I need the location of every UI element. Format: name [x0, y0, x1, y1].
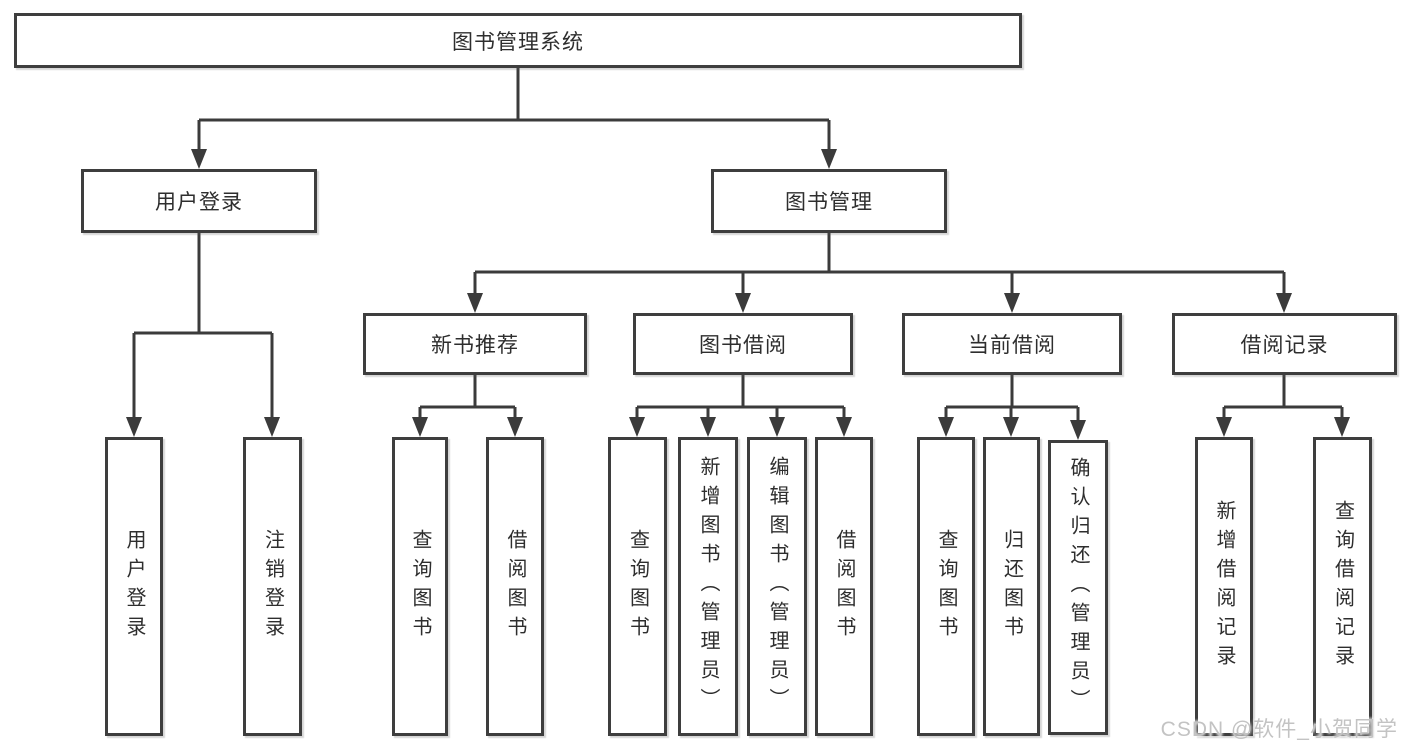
leaf-newrec-query-books: 查询图书: [392, 437, 448, 736]
leaf-newrec-borrow-books: 借阅图书: [486, 437, 544, 736]
leaf-label: 查询图书: [935, 528, 957, 645]
node-new-book-recommendation: 新书推荐: [363, 313, 587, 375]
leaf-label: 新增图书（管理员）: [697, 456, 719, 717]
leaf-logout-login: 注销登录: [243, 437, 302, 736]
leaf-current-return-books: 归还图书: [983, 437, 1040, 736]
leaf-borrow-edit-books-admin: 编辑图书（管理员）: [747, 437, 807, 736]
arrowhead: [1070, 420, 1086, 440]
leaf-label: 编辑图书（管理员）: [766, 456, 788, 717]
node-label: 新书推荐: [431, 334, 519, 357]
arrowhead: [264, 417, 280, 437]
leaf-label: 新增借阅记录: [1213, 499, 1235, 674]
leaf-label: 注销登录: [261, 528, 284, 645]
arrowhead: [126, 417, 142, 437]
node-borrowing-records: 借阅记录: [1172, 313, 1397, 375]
arrowhead: [629, 417, 645, 437]
leaf-borrow-query-books: 查询图书: [608, 437, 667, 736]
node-library-system: 图书管理系统: [14, 13, 1022, 68]
arrowhead: [412, 417, 428, 437]
node-label: 图书借阅: [699, 334, 787, 357]
arrowhead: [821, 149, 837, 169]
arrowhead: [1276, 293, 1292, 313]
node-label: 当前借阅: [968, 334, 1056, 357]
arrowhead: [836, 417, 852, 437]
leaf-records-query-borrow-record: 查询借阅记录: [1313, 437, 1372, 736]
arrowhead: [700, 417, 716, 437]
connector-path: [132, 68, 1344, 423]
watermark-csdn: CSDN @软件_小贺同学: [1160, 718, 1398, 741]
leaf-borrow-add-books-admin: 新增图书（管理员）: [678, 437, 738, 736]
leaf-label: 用户登录: [123, 528, 145, 645]
arrowhead: [467, 293, 483, 313]
leaf-current-confirm-return-admin: 确认归还（管理员）: [1048, 440, 1108, 735]
leaf-user-login: 用户登录: [105, 437, 163, 736]
arrowhead: [769, 417, 785, 437]
node-label: 借阅记录: [1240, 334, 1329, 357]
leaf-label: 查询借阅记录: [1331, 499, 1354, 674]
leaf-label: 归还图书: [1000, 528, 1023, 645]
arrowhead: [1216, 417, 1232, 437]
node-user-login: 用户登录: [81, 169, 317, 233]
node-label: 用户登录: [155, 191, 243, 214]
arrowhead: [191, 149, 207, 169]
arrowhead: [1334, 417, 1350, 437]
arrowhead: [1003, 417, 1019, 437]
leaf-label: 借阅图书: [833, 528, 855, 645]
node-label: 图书管理: [785, 191, 873, 214]
leaf-records-add-borrow-record: 新增借阅记录: [1195, 437, 1253, 736]
arrowhead: [1004, 293, 1020, 313]
leaf-label: 查询图书: [409, 528, 431, 645]
node-book-management: 图书管理: [711, 169, 947, 233]
leaf-label: 借阅图书: [504, 528, 526, 645]
leaf-label: 确认归还（管理员）: [1067, 457, 1089, 718]
leaf-borrow-borrow-books: 借阅图书: [815, 437, 873, 736]
leaf-label: 查询图书: [626, 528, 649, 645]
node-label: 图书管理系统: [452, 30, 584, 54]
node-book-borrowing: 图书借阅: [633, 313, 853, 375]
arrowhead: [507, 417, 523, 437]
node-current-borrowing: 当前借阅: [902, 313, 1122, 375]
arrowhead: [938, 417, 954, 437]
leaf-current-query-books: 查询图书: [917, 437, 975, 736]
arrowhead: [735, 293, 751, 313]
